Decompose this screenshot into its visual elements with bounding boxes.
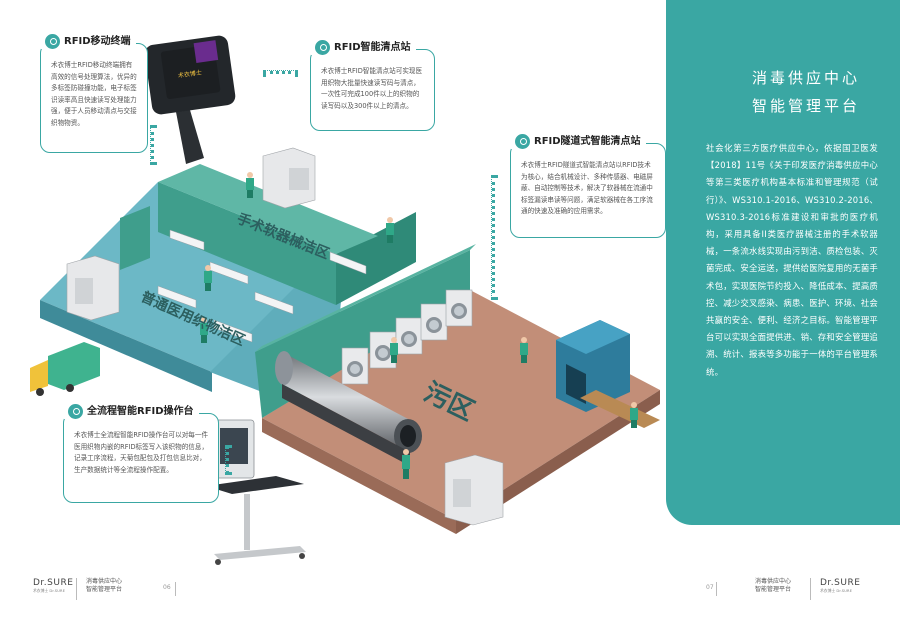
- card-title: RFID移动终端: [64, 35, 131, 47]
- card-rfid-tunnel-station: RFID隧道式智能清点站 术衣博士RFID隧道式智能清点站以RFID技术为核心，…: [510, 134, 666, 238]
- panel-title: 消毒供应中心 智能管理平台: [752, 64, 860, 120]
- location-pin-icon: [68, 404, 83, 419]
- card-text: 术衣博士RFID隧道式智能清点站以RFID技术为核心，结合机械设计、多种传感器、…: [521, 161, 653, 216]
- card-title: RFID智能清点站: [334, 41, 411, 53]
- work-tables: [157, 229, 367, 343]
- brand-logo: Dr.SURE: [820, 578, 861, 588]
- card-text: 术衣博士RFID智能清点站可实现医用织物大批量快速读写码与清点，一次性可完成10…: [321, 67, 423, 110]
- brand-logo: Dr.SURE: [33, 578, 74, 588]
- card-rfid-console: 全流程智能RFID操作台 术衣博士全流程智能RFID操作台可以对每一件医用织物内…: [63, 404, 219, 503]
- page-number-left: 06: [163, 584, 171, 591]
- footer-divider: [810, 578, 811, 600]
- connector-line: [263, 70, 298, 74]
- rfid-handheld-device: 术衣博士: [144, 35, 236, 164]
- device-screen-logo: 术衣博士: [177, 68, 202, 79]
- footer-caption-line2: 智能管理平台: [755, 586, 792, 593]
- rfid-console: [206, 419, 306, 565]
- card-text: 术衣博士全流程智能RFID操作台可以对每一件医用织物内嵌的RFID标签写入该织物…: [74, 431, 209, 474]
- connector-line: [491, 175, 495, 300]
- footer-rule: [716, 582, 720, 596]
- footer-right-caption: 消毒供应中心 智能管理平台: [755, 578, 791, 598]
- footer-caption-line1: 消毒供应中心: [755, 578, 792, 585]
- location-pin-icon: [515, 134, 530, 149]
- card-rfid-mobile-terminal: RFID移动终端 术衣博士RFID移动终端拥有高效的信号处理算法，优异的多标签防…: [40, 34, 148, 153]
- footer-rule: [175, 582, 179, 596]
- brand-tagline: 术衣博士 Dr.SURE: [33, 588, 65, 593]
- delivery-truck: [30, 342, 100, 396]
- card-title: RFID隧道式智能清点站: [534, 135, 641, 147]
- panel-title-line2: 智能管理平台: [751, 97, 860, 115]
- connector-line: [225, 445, 229, 475]
- footer-right-brand: Dr.SURE 术衣博士 Dr.SURE: [820, 578, 860, 598]
- footer-divider: [76, 578, 77, 600]
- panel-title-line1: 消毒供应中心: [751, 69, 860, 87]
- staff-figures: [200, 172, 638, 479]
- location-pin-icon: [315, 40, 330, 55]
- tunnel-rfid-station: [556, 320, 660, 428]
- card-rfid-smart-station: RFID智能清点站 术衣博士RFID智能清点站可实现医用织物大批量快速读写码与清…: [310, 40, 435, 131]
- washing-machines: [341, 289, 473, 385]
- card-text: 术衣博士RFID移动终端拥有高效的信号处理算法，优异的多标签防碰撞功能，电子标签…: [51, 61, 137, 127]
- connector-line: [150, 125, 154, 165]
- surgical-room-walls: [120, 164, 416, 305]
- footer-caption-line1: 消毒供应中心: [86, 578, 123, 585]
- location-pin-icon: [45, 34, 60, 49]
- platform-info-panel: 消毒供应中心 智能管理平台 社会化第三方医疗供应中心，依据国卫医发【2018】1…: [666, 0, 900, 525]
- footer-caption-line2: 智能管理平台: [86, 586, 123, 593]
- footer-left-caption: 消毒供应中心 智能管理平台: [86, 578, 122, 598]
- panel-body-text: 社会化第三方医疗供应中心，依据国卫医发【2018】11号《关于印发医疗消毒供应中…: [706, 143, 878, 377]
- page-number-right: 07: [706, 584, 714, 591]
- tunnel-washer: [275, 351, 422, 466]
- brand-tagline: 术衣博士 Dr.SURE: [820, 588, 852, 593]
- card-title: 全流程智能RFID操作台: [87, 405, 194, 417]
- sterilizer-cabinets: [66, 147, 504, 526]
- footer-left-brand: Dr.SURE 术衣博士 Dr.SURE: [33, 578, 73, 598]
